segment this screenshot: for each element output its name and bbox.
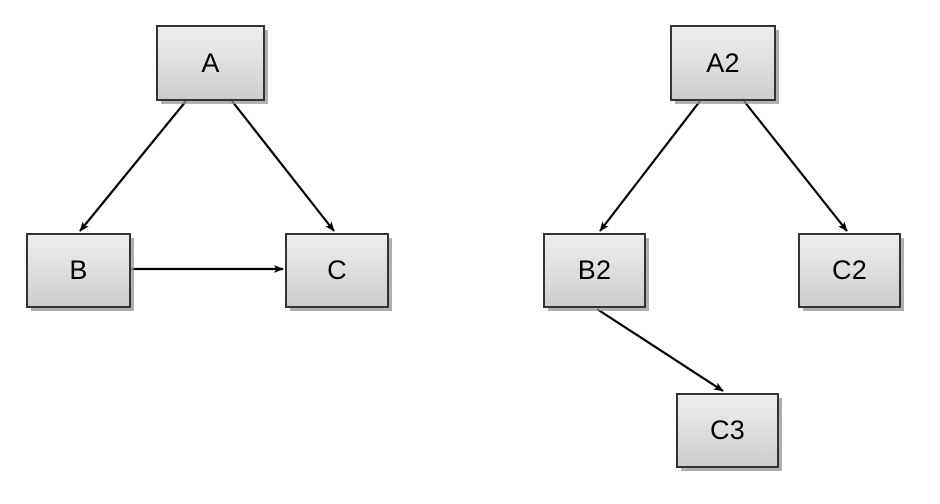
node-b2-label: B2 [577,255,612,285]
edge-a-to-b [79,100,187,232]
node-a2-label: A2 [706,47,740,78]
node-c3-label: C3 [709,415,746,445]
node-a[interactable]: A [156,25,265,101]
node-b[interactable]: B [26,233,131,308]
node-a-label: A [201,47,220,78]
node-c3[interactable]: C3 [676,393,779,468]
node-c-label: C [327,255,347,285]
edge-b2-to-c3 [596,308,724,392]
node-c2[interactable]: C2 [798,233,901,308]
node-c2-label: C2 [831,255,868,285]
edge-a-to-c [231,100,335,232]
edge-a2-to-c2 [743,100,848,232]
edge-a2-to-b2 [599,100,701,232]
node-c[interactable]: C [285,233,389,308]
node-b2[interactable]: B2 [543,233,646,308]
node-b-label: B [69,255,88,285]
node-a2[interactable]: A2 [670,25,776,101]
